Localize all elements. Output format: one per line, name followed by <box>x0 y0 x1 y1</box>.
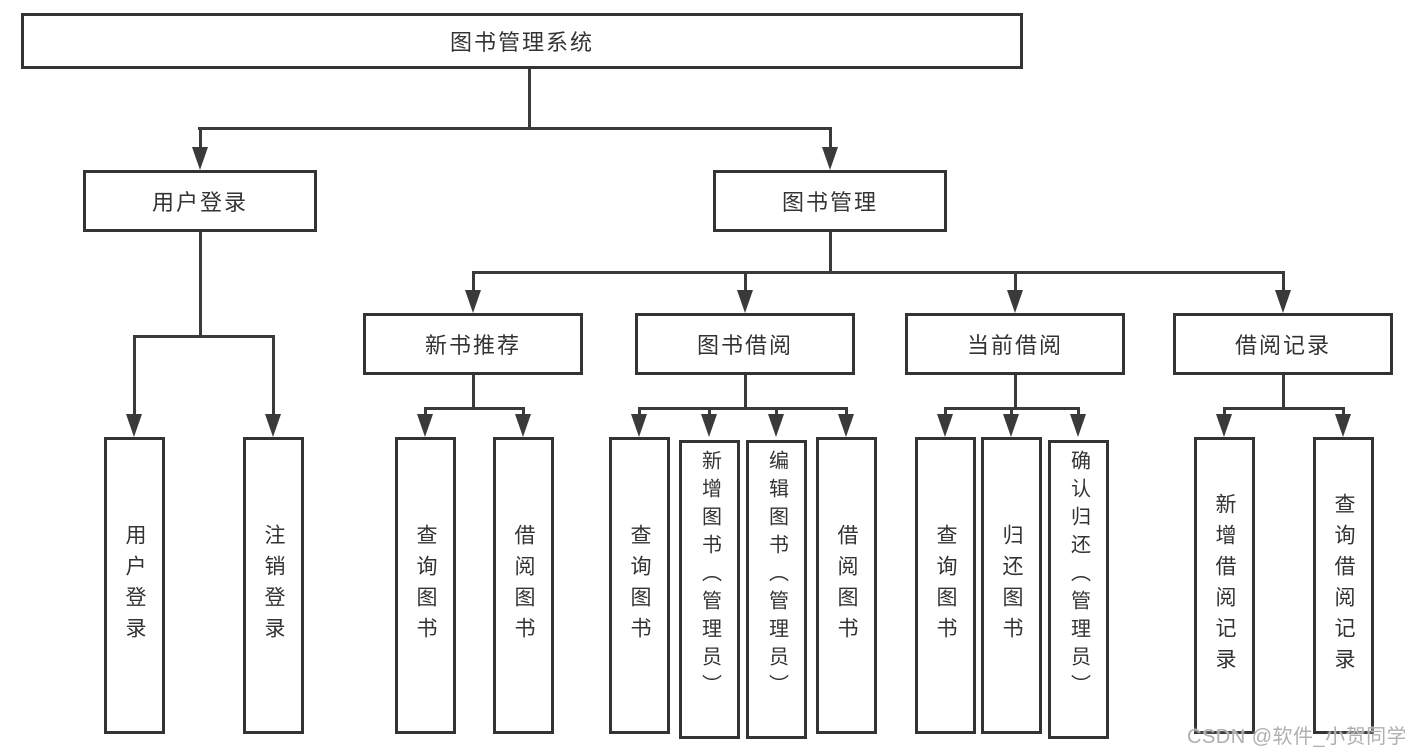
leaf-borrow-books-2: 借阅图书 <box>816 437 877 734</box>
node-current-borrowing: 当前借阅 <box>905 313 1125 375</box>
node-label: 借阅记录 <box>1234 333 1331 358</box>
node-label: 图书管理系统 <box>449 30 594 55</box>
leaf-logout: 注销登录 <box>243 437 304 734</box>
node-book-management: 图书管理 <box>713 170 947 232</box>
node-new-book-recommendation: 新书推荐 <box>363 313 583 375</box>
arrow-down-icon <box>737 290 753 313</box>
leaf-add-borrow-record: 新增借阅记录 <box>1194 437 1255 734</box>
connector-vline <box>1010 407 1013 416</box>
connector-vline <box>472 375 475 410</box>
arrow-down-icon <box>768 414 784 437</box>
node-label: 图书借阅 <box>696 333 793 358</box>
connector-vline <box>1282 375 1285 410</box>
connector-hline <box>472 271 1285 274</box>
node-label: 查询图书 <box>414 523 437 648</box>
arrow-down-icon <box>1007 290 1023 313</box>
node-label: 借阅图书 <box>835 523 858 648</box>
connector-vline <box>1014 375 1017 410</box>
node-label: 确认归还（管理员） <box>1067 450 1090 702</box>
connector-vline <box>944 407 947 416</box>
connector-vline <box>1342 407 1345 416</box>
connector-vline <box>638 407 641 416</box>
connector-vline <box>1077 407 1080 416</box>
connector-vline <box>845 407 848 416</box>
connector-vline <box>522 407 525 416</box>
node-label: 编辑图书（管理员） <box>765 450 788 702</box>
leaf-query-books-1: 查询图书 <box>395 437 456 734</box>
leaf-edit-books-admin: 编辑图书（管理员） <box>746 440 807 739</box>
connector-vline <box>272 335 275 415</box>
node-label: 查询借阅记录 <box>1332 492 1355 679</box>
connector-hline <box>638 407 848 410</box>
connector-vline <box>199 232 202 338</box>
connector-vline <box>708 407 711 416</box>
node-label: 新增借阅记录 <box>1213 492 1236 679</box>
node-label: 图书管理 <box>781 190 878 215</box>
node-label: 用户登录 <box>123 523 146 648</box>
connector-hline <box>198 127 832 130</box>
arrow-down-icon <box>465 290 481 313</box>
arrow-down-icon <box>417 414 433 437</box>
connector-hline <box>133 335 275 338</box>
node-label: 查询图书 <box>934 523 957 648</box>
connector-vline <box>133 335 136 415</box>
arrow-down-icon <box>1335 414 1351 437</box>
arrow-down-icon <box>192 147 208 170</box>
node-label: 用户登录 <box>151 190 248 215</box>
leaf-confirm-return-admin: 确认归还（管理员） <box>1048 440 1109 739</box>
connector-vline <box>199 127 202 149</box>
connector-hline <box>424 407 525 410</box>
arrow-down-icon <box>126 414 142 437</box>
arrow-down-icon <box>838 414 854 437</box>
connector-vline <box>829 127 832 149</box>
connector-vline <box>744 271 747 293</box>
arrow-down-icon <box>701 414 717 437</box>
node-label: 新增图书（管理员） <box>698 450 721 702</box>
leaf-query-borrow-record: 查询借阅记录 <box>1313 437 1374 734</box>
leaf-query-books-2: 查询图书 <box>609 437 670 734</box>
arrow-down-icon <box>1070 414 1086 437</box>
leaf-user-login: 用户登录 <box>104 437 165 734</box>
arrow-down-icon <box>822 147 838 170</box>
connector-vline <box>424 407 427 416</box>
node-user-login: 用户登录 <box>83 170 317 232</box>
connector-vline <box>528 69 531 130</box>
arrow-down-icon <box>937 414 953 437</box>
leaf-query-books-3: 查询图书 <box>915 437 976 734</box>
leaf-return-books: 归还图书 <box>981 437 1042 734</box>
node-label: 查询图书 <box>628 523 651 648</box>
arrow-down-icon <box>515 414 531 437</box>
arrow-down-icon <box>265 414 281 437</box>
leaf-add-books-admin: 新增图书（管理员） <box>679 440 740 739</box>
connector-vline <box>775 407 778 416</box>
connector-vline <box>472 271 475 293</box>
node-library-management-system: 图书管理系统 <box>21 13 1023 69</box>
arrow-down-icon <box>1216 414 1232 437</box>
node-book-borrowing: 图书借阅 <box>635 313 855 375</box>
watermark-text: CSDN @软件_小贺同学 <box>1187 726 1405 747</box>
node-label: 新书推荐 <box>424 333 521 358</box>
arrow-down-icon <box>1275 290 1291 313</box>
connector-vline <box>744 375 747 410</box>
connector-hline <box>1223 407 1345 410</box>
connector-vline <box>1282 271 1285 293</box>
arrow-down-icon <box>1003 414 1019 437</box>
node-label: 当前借阅 <box>966 333 1063 358</box>
node-borrowing-records: 借阅记录 <box>1173 313 1393 375</box>
connector-vline <box>829 232 832 274</box>
arrow-down-icon <box>631 414 647 437</box>
node-label: 借阅图书 <box>512 523 535 648</box>
connector-vline <box>1014 271 1017 293</box>
node-label: 注销登录 <box>262 523 285 648</box>
leaf-borrow-books-1: 借阅图书 <box>493 437 554 734</box>
node-label: 归还图书 <box>1000 523 1023 648</box>
connector-vline <box>1223 407 1226 416</box>
